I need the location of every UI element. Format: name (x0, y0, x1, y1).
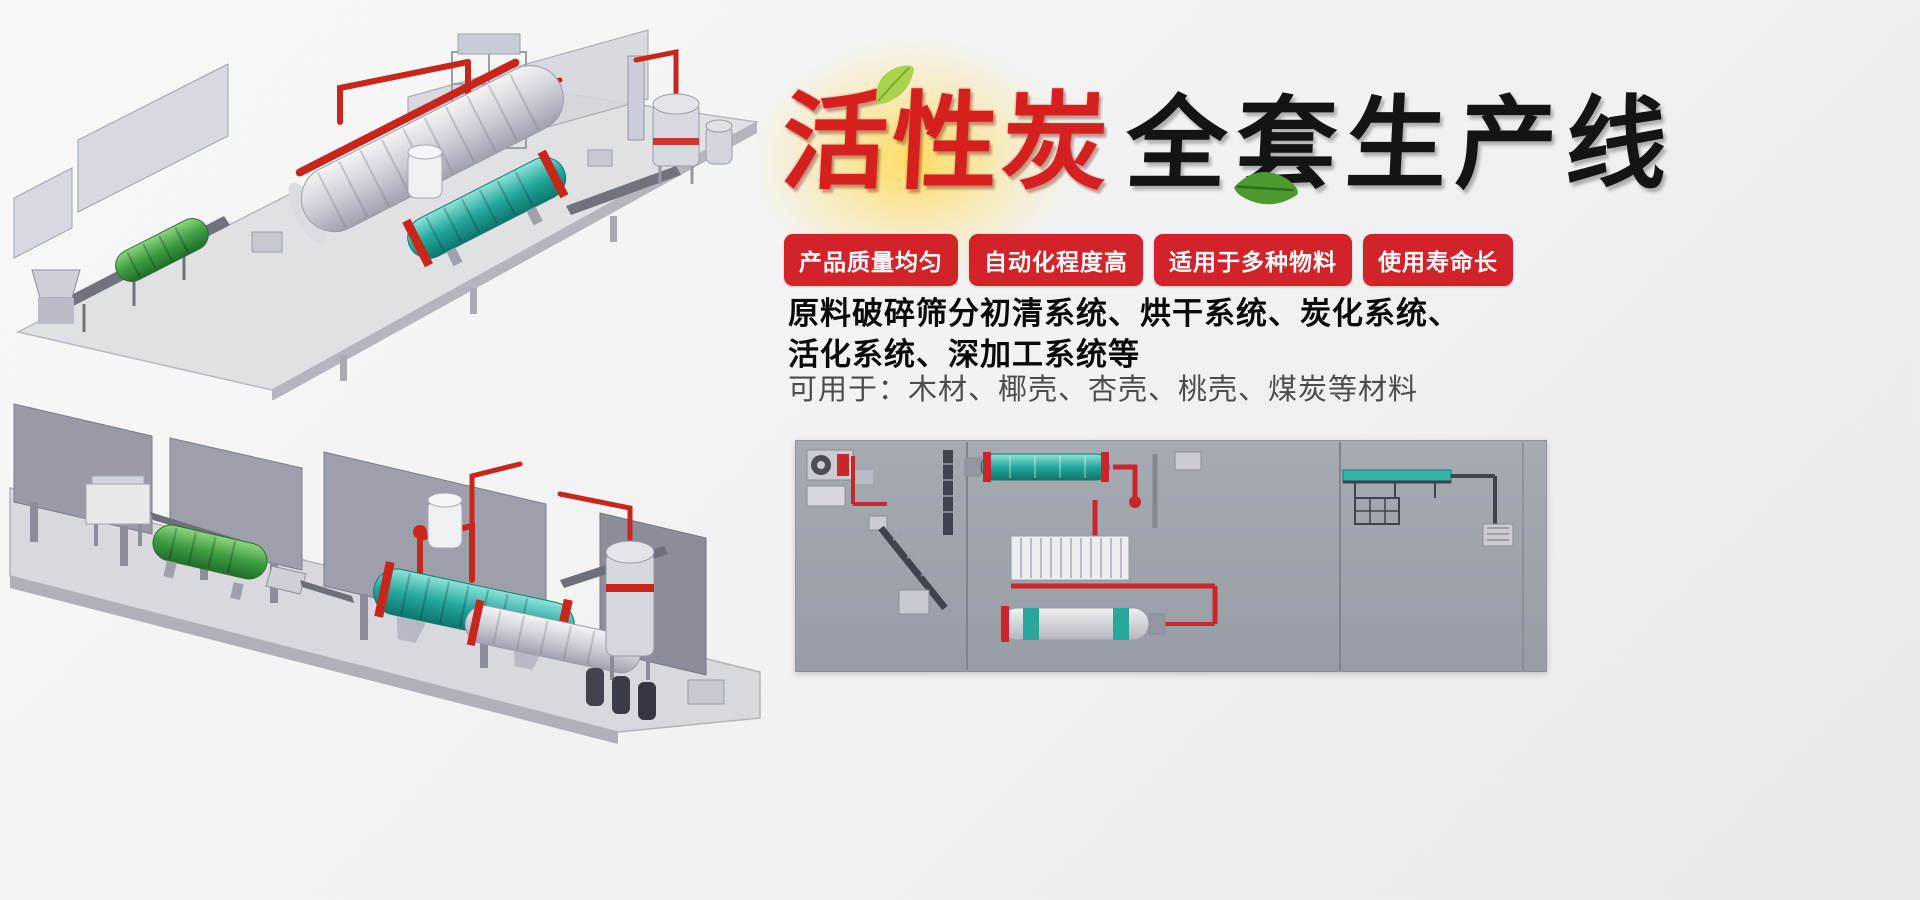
heat-exchanger (1010, 500, 1218, 626)
activation-furnace (627, 48, 733, 184)
description-plain: 可用于：木材、椰壳、杏壳、桃壳、煤炭等材料 (788, 374, 1419, 406)
floor-dividers (966, 442, 1524, 670)
leaf-icon (1233, 172, 1298, 205)
screening-drum (115, 218, 209, 282)
title-text: 活性炭全套生产线 (779, 80, 1916, 207)
collection-tanks (586, 668, 656, 720)
equipment-box (1174, 451, 1202, 471)
title-red-text: 活性炭 (778, 84, 1116, 202)
equipment-box (687, 679, 725, 705)
equipment-box (251, 231, 283, 253)
title-black-text: 全套生产线 (1122, 89, 1679, 201)
feature-badge: 使用寿命长 (1363, 234, 1513, 286)
feed-hopper (85, 475, 151, 546)
description-bold: 原料破碎筛分初清系统、烘干系统、炭化系统、 活化系统、深加工系统等 (788, 294, 1460, 376)
leaf-icon (876, 65, 914, 104)
equipment-box (587, 149, 613, 167)
crusher-unit (806, 449, 887, 507)
furnace-tower (557, 491, 655, 680)
control-box (898, 589, 930, 615)
crushing-drum (152, 524, 268, 600)
production-line-render-bottom (0, 380, 770, 900)
feature-badge: 产品质量均匀 (784, 234, 958, 286)
production-line-bottom-svg (9, 403, 761, 744)
description-line: 原料破碎筛分初清系统、烘干系统、炭化系统、 (788, 296, 1460, 331)
production-line-schematic (794, 439, 1548, 673)
hero-title: 活性炭全套生产线 (747, 35, 1912, 285)
carbonization-drum (402, 149, 569, 268)
cooling-drum (464, 599, 641, 674)
schematic-svg (794, 439, 1548, 673)
discharge-conveyor (566, 166, 681, 215)
bucket-elevator (868, 450, 953, 611)
feature-badge: 适用于多种物料 (1154, 234, 1352, 286)
dust-collector-tank (407, 144, 443, 199)
rotary-cooler (1000, 606, 1166, 642)
transfer-hopper (265, 565, 354, 603)
packing-conveyor (1342, 469, 1514, 547)
production-line-top-svg (13, 29, 760, 401)
process-piping (413, 461, 523, 589)
production-line-render-top (0, 0, 770, 401)
rotary-drum-top (964, 452, 1141, 508)
feature-badge: 自动化程度高 (969, 234, 1143, 286)
description-line: 活化系统、深加工系统等 (788, 336, 1140, 372)
feature-badges: 产品质量均匀 自动化程度高 适用于多种物料 使用寿命长 (784, 234, 1513, 286)
